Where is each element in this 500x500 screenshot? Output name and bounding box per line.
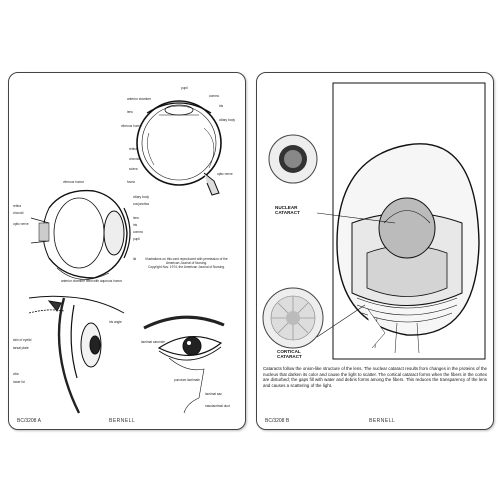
label-iris-angle: iris angle xyxy=(109,320,122,324)
cortical-label-line-2: CATARACT xyxy=(277,354,302,359)
external-eye-diagram xyxy=(143,315,225,414)
credit-line-2: American Journal of Nursing. xyxy=(165,261,208,265)
nuclear-cataract-eye xyxy=(268,134,318,184)
card-b-code: BC/3208 B xyxy=(265,418,290,424)
label-section-conjunctiva: conjunctiva xyxy=(133,202,149,206)
cortical-label-line-1: CORTICAL xyxy=(277,349,301,354)
label-cornea: cornea xyxy=(209,94,219,98)
cortical-cataract-eye xyxy=(262,287,324,349)
cortical-pointer-line xyxy=(316,304,366,338)
eyelid-sagittal-section xyxy=(28,295,125,414)
cataract-illustrations xyxy=(262,82,486,360)
label-section-iris: iris xyxy=(133,223,138,227)
credit-line-3: Copyright Nov. 1974, the American Journa… xyxy=(148,265,225,269)
label-section-ciliary: ciliary body xyxy=(133,195,149,199)
cataract-caption: Cataracts follow the onion-like structur… xyxy=(263,366,487,388)
label-optic-nerve: optic nerve xyxy=(217,172,233,176)
nuclear-pointer-line xyxy=(316,212,396,224)
card-a-code: BC/3208 A xyxy=(17,418,41,424)
label-punctum-lacrimale: punctum lacrimale xyxy=(174,378,200,382)
label-section-choroid: choroid xyxy=(13,211,24,215)
label-section-retina: retina xyxy=(13,204,21,208)
label-section-anterior-chamber: anterior chamber filled with aqueous hum… xyxy=(61,279,123,283)
anatomy-card-a: pupil cornea anterior chamber iris cilia… xyxy=(8,72,246,430)
label-tarsal-plate: tarsal plate xyxy=(13,346,29,350)
nuclear-label-line-1: NUCLEAR xyxy=(275,205,298,210)
label-section-optic-nerve: optic nerve xyxy=(13,222,29,226)
nuclear-label-line-2: CATARACT xyxy=(275,210,300,215)
label-choroid: choroid xyxy=(129,157,140,161)
label-lower-lid: lower lid xyxy=(13,380,25,384)
label-section-cornea: cornea xyxy=(133,230,143,234)
label-iris: iris xyxy=(219,104,224,108)
label-sclera: sclera xyxy=(129,167,138,171)
label-pupil: pupil xyxy=(181,86,188,90)
cortical-cataract-label: CORTICAL CATARACT xyxy=(277,349,302,359)
label-section-pupil: pupil xyxy=(133,237,140,241)
label-section-lens: lens xyxy=(133,216,139,220)
label-section-vitreous: vitreous humor xyxy=(63,180,85,184)
eye-globe-cross-section xyxy=(136,100,222,196)
label-fovea: fovea xyxy=(127,180,135,184)
label-lens: lens xyxy=(127,110,133,114)
label-vitreous-humor: vitreous humor xyxy=(121,124,143,128)
card-a-brand: BERNELL xyxy=(109,418,136,424)
label-skin-of-eyelid: skin of eyelid xyxy=(13,338,32,342)
illustration-credit: Illustrations on this card reproduced wi… xyxy=(139,257,234,269)
lens-cutaway-diagram xyxy=(336,143,480,354)
label-nasolacrimal-duct: nasolacrimal duct xyxy=(205,404,230,408)
label-retina: retina xyxy=(129,147,137,151)
card-b-brand: BERNELL xyxy=(369,418,396,424)
label-cilia: cilia xyxy=(13,372,19,376)
label-lacrimal-caruncle: lacrimal caruncle xyxy=(141,340,165,344)
label-ciliary-body: ciliary body xyxy=(219,118,235,122)
eye-section-diagram xyxy=(30,189,131,280)
label-anterior-chamber: anterior chamber xyxy=(127,97,152,101)
credit-line-1: Illustrations on this card reproduced wi… xyxy=(145,257,228,261)
label-section-lid: lid xyxy=(133,257,137,261)
eye-anatomy-illustrations xyxy=(28,100,225,414)
nuclear-cataract-label: NUCLEAR CATARACT xyxy=(275,205,300,215)
cataract-card-b: NUCLEAR CATARACT CORTICAL CATARACT Catar… xyxy=(256,72,494,430)
label-lacrimal-sac: lacrimal sac xyxy=(205,392,222,396)
